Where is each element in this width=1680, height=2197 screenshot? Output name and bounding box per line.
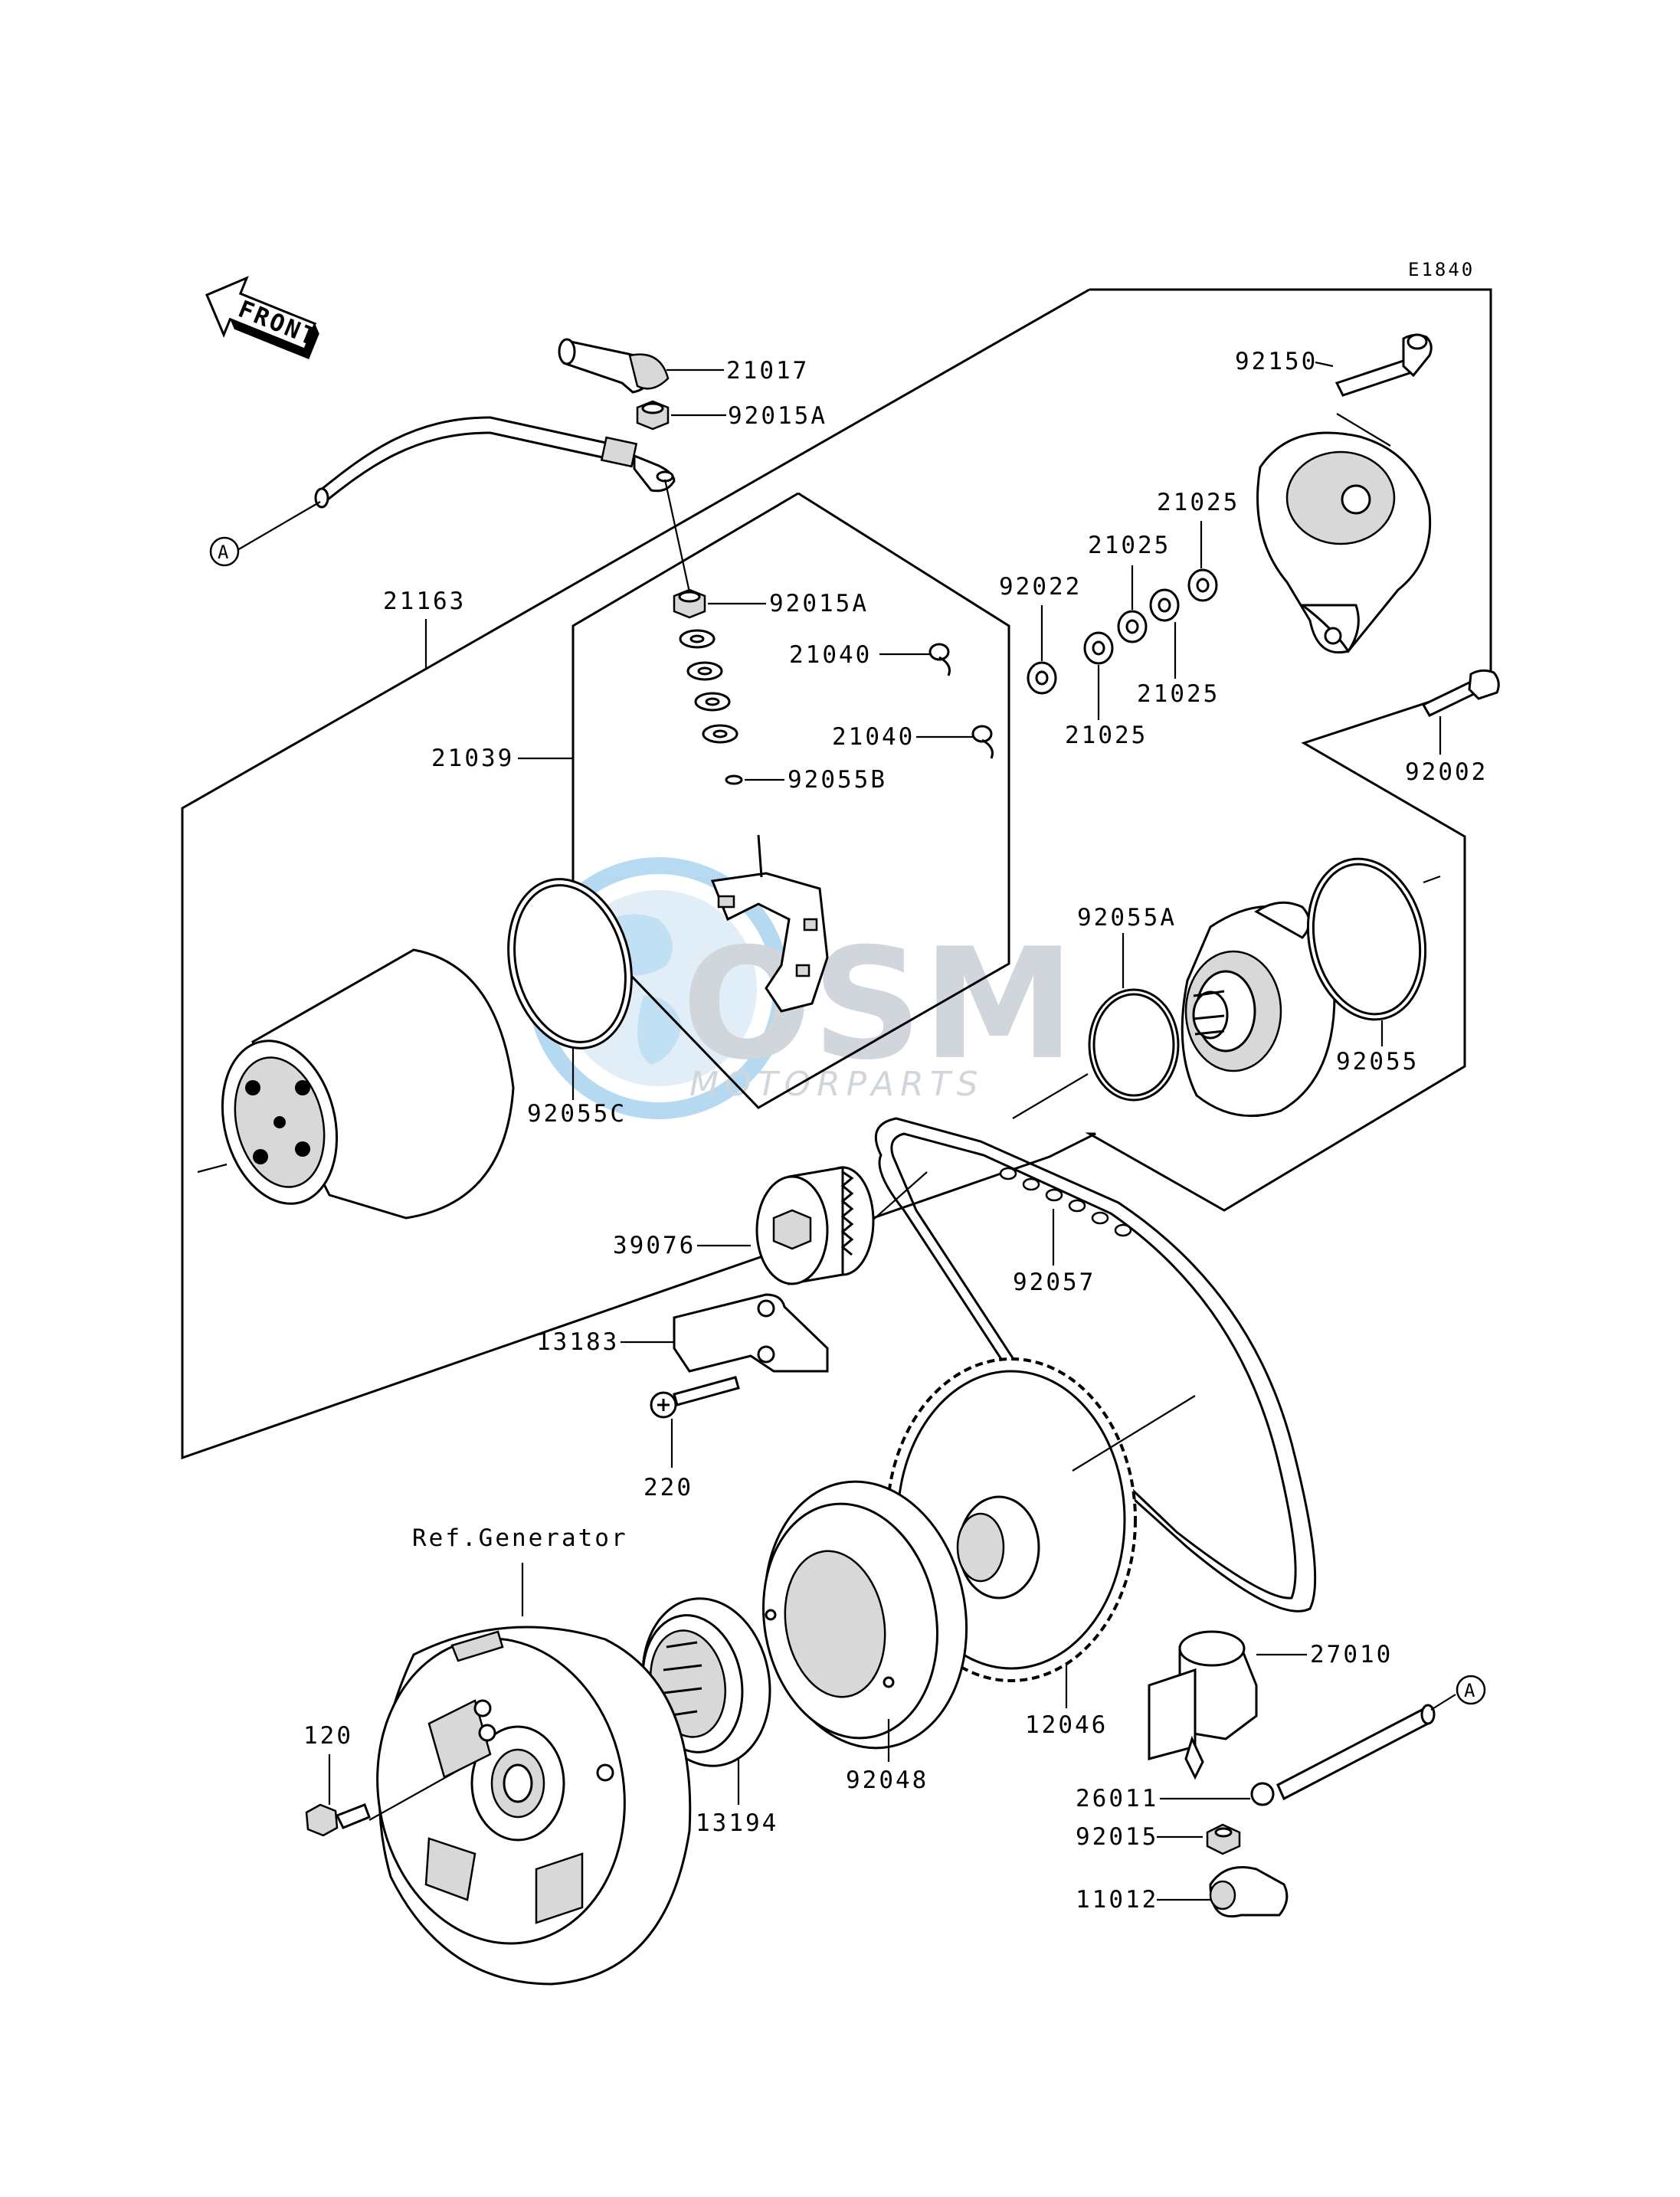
o-ring-92055b (725, 774, 743, 785)
chain-guide-plate-13183 (673, 1293, 829, 1373)
label-92015a-top: 92015A (728, 402, 827, 430)
label-92015a-mid: 92015A (769, 590, 869, 617)
label-21025-b: 21025 (1088, 532, 1171, 559)
washer-21025-a (1083, 631, 1114, 665)
battery-cable (314, 416, 676, 509)
label-21040-a: 21040 (789, 641, 872, 669)
o-ring-92055 (1306, 857, 1427, 1021)
label-92055: 92055 (1336, 1048, 1419, 1076)
label-21017: 21017 (726, 357, 809, 385)
label-92055a: 92055A (1077, 904, 1177, 932)
label-13183: 13183 (536, 1328, 619, 1356)
rear-cover (1256, 431, 1432, 654)
label-21025-c: 21025 (1137, 680, 1220, 708)
nut-92015a-mid (673, 588, 706, 619)
bolt-220 (650, 1376, 740, 1419)
label-92015: 92015 (1076, 1823, 1158, 1851)
connector-marker-a-top: A (209, 536, 240, 567)
chain-links (999, 1167, 1132, 1237)
bolt-92002 (1421, 669, 1500, 717)
nut-92015a-top (636, 400, 670, 431)
label-92055c: 92055C (527, 1100, 627, 1128)
bolt-92150 (1335, 333, 1433, 397)
label-92055b: 92055B (788, 766, 887, 794)
relay-cable-26011 (1250, 1704, 1436, 1806)
label-92150: 92150 (1235, 348, 1318, 375)
label-12046: 12046 (1025, 1711, 1108, 1739)
label-92057: 92057 (1013, 1269, 1095, 1296)
front-arrow-icon: FRONT (205, 276, 322, 360)
starter-motor-yoke (221, 948, 515, 1220)
label-21039: 21039 (431, 745, 514, 772)
front-housing (1181, 901, 1336, 1118)
label-21025-a: 21025 (1065, 722, 1148, 749)
terminal-cap (558, 338, 670, 394)
svg-text:A: A (218, 542, 231, 563)
label-92002: 92002 (1405, 758, 1488, 786)
starter-clutch-92048 (762, 1480, 968, 1750)
washer-21025-d (1187, 568, 1218, 602)
terminal-cap-11012 (1209, 1866, 1289, 1917)
washer-21025-b (1117, 610, 1148, 643)
idle-gear-39076 (755, 1166, 875, 1285)
brush-spring-21040-a (928, 643, 951, 676)
label-21025-d: 21025 (1157, 489, 1240, 516)
svg-text:A: A (1464, 1680, 1477, 1701)
starter-chain-92057 (874, 1117, 1317, 1613)
assembly-outline-21039 (571, 492, 1010, 1109)
o-ring-92055c (507, 878, 633, 1049)
brush-holder-plate (710, 834, 829, 1013)
watermark-subtitle: MOTORPARTS (689, 1065, 984, 1104)
brush-spring-21040-b (971, 725, 994, 759)
label-220: 220 (644, 1474, 693, 1501)
o-ring-92055a (1088, 988, 1180, 1102)
insulator-washers (679, 629, 738, 744)
label-26011: 26011 (1076, 1785, 1158, 1812)
label-120: 120 (303, 1722, 353, 1750)
reference-generator-label: Ref.Generator (412, 1524, 628, 1552)
bolt-120 (305, 1803, 371, 1837)
label-39076: 39076 (613, 1232, 696, 1259)
starter-relay-27010 (1148, 1630, 1258, 1780)
label-27010: 27010 (1310, 1641, 1393, 1668)
connector-marker-a-bottom: A (1456, 1675, 1486, 1705)
label-13194: 13194 (696, 1809, 778, 1837)
diagram-code: E1840 (1408, 259, 1475, 280)
label-92048: 92048 (846, 1766, 928, 1794)
marker-a-leader-top (237, 501, 321, 551)
washer-21025-c (1149, 588, 1180, 622)
generator-rotor (376, 1626, 692, 1986)
label-92022: 92022 (999, 573, 1082, 601)
washer-92022 (1027, 661, 1057, 695)
label-21040-b: 21040 (832, 723, 915, 751)
nut-92015 (1206, 1823, 1241, 1855)
label-21163: 21163 (383, 588, 466, 615)
label-11012: 11012 (1076, 1886, 1158, 1914)
